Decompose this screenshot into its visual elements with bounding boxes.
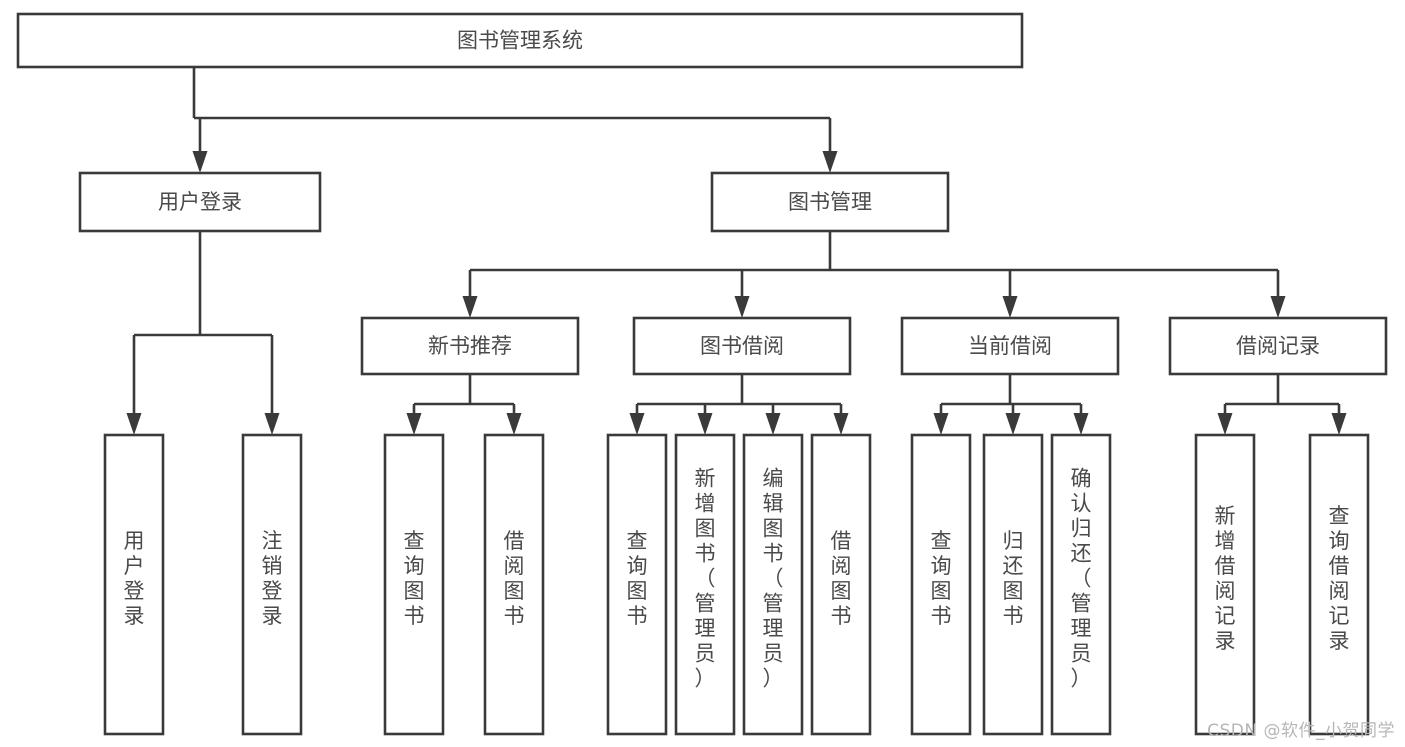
node-label-current-borrow: 当前借阅	[968, 334, 1052, 358]
userlogin-to-leaves-arrow-0	[126, 413, 142, 435]
node-leaf-query-record[interactable]: 查询借阅记录	[1308, 433, 1370, 736]
node-box-book-manage	[710, 171, 950, 233]
node-box-leaf-edit-book	[742, 433, 804, 736]
node-box-root	[16, 12, 1024, 69]
node-box-borrow-record	[1168, 316, 1388, 376]
node-box-leaf-query-book-1	[383, 433, 445, 736]
node-current-borrow[interactable]: 当前借阅	[900, 316, 1120, 376]
node-label-leaf-query-book-3: 查询图书	[931, 529, 952, 628]
node-label-root: 图书管理系统	[457, 29, 583, 53]
node-book-borrow[interactable]: 图书借阅	[632, 316, 852, 376]
node-label-leaf-add-book: 新增图书（管理员）	[695, 467, 716, 691]
node-box-leaf-query-book-2	[606, 433, 668, 736]
node-leaf-edit-book[interactable]: 编辑图书（管理员）	[742, 433, 804, 736]
book-borrow-to-leaves-arrow-2	[765, 413, 781, 435]
node-box-book-borrow	[632, 316, 852, 376]
bookmanage-to-level3-arrow-0	[462, 296, 478, 318]
watermark-label: CSDN @软件_小贺同学	[1207, 721, 1395, 741]
node-box-leaf-logout	[241, 433, 303, 736]
node-leaf-query-book-1[interactable]: 查询图书	[383, 433, 445, 736]
node-box-current-borrow	[900, 316, 1120, 376]
node-root[interactable]: 图书管理系统	[16, 12, 1024, 69]
current-borrow-to-leaves-arrow-0	[933, 413, 949, 435]
book-borrow-to-leaves-arrow-1	[697, 413, 713, 435]
node-label-user-login: 用户登录	[158, 190, 242, 214]
node-leaf-add-book[interactable]: 新增图书（管理员）	[674, 433, 736, 736]
node-label-leaf-query-book-2: 查询图书	[627, 529, 648, 628]
bookmanage-to-level3-arrow-2	[1002, 296, 1018, 318]
node-label-leaf-query-record: 查询借阅记录	[1329, 504, 1350, 653]
node-new-book-recommend[interactable]: 新书推荐	[360, 316, 580, 376]
node-label-book-manage: 图书管理	[788, 190, 872, 214]
current-borrow-to-leaves-arrow-1	[1005, 413, 1021, 435]
node-layer: 图书管理系统用户登录图书管理新书推荐图书借阅当前借阅借阅记录用户登录注销登录查询…	[16, 12, 1388, 736]
node-user-login[interactable]: 用户登录	[78, 171, 322, 233]
new-book-recommend-to-leaves-arrow-0	[406, 413, 422, 435]
node-leaf-borrow-book-1[interactable]: 借阅图书	[483, 433, 545, 736]
node-box-leaf-borrow-book-1	[483, 433, 545, 736]
node-box-leaf-borrow-book-2	[810, 433, 872, 736]
current-borrow-to-leaves-arrow-2	[1073, 413, 1089, 435]
bookmanage-to-level3-arrow-3	[1270, 296, 1286, 318]
node-box-leaf-return-book	[982, 433, 1044, 736]
root-to-level2-arrow-1	[822, 151, 838, 173]
node-leaf-query-book-2[interactable]: 查询图书	[606, 433, 668, 736]
node-label-leaf-add-record: 新增借阅记录	[1215, 504, 1236, 653]
new-book-recommend-to-leaves-arrow-1	[506, 413, 522, 435]
node-label-book-borrow: 图书借阅	[700, 334, 784, 358]
book-borrow-to-leaves-arrow-3	[833, 413, 849, 435]
node-book-manage[interactable]: 图书管理	[710, 171, 950, 233]
node-label-leaf-query-book-1: 查询图书	[404, 529, 425, 628]
userlogin-to-leaves-arrow-1	[264, 413, 280, 435]
node-label-new-book-recommend: 新书推荐	[428, 334, 512, 358]
root-to-level2-arrow-0	[192, 151, 208, 173]
borrow-record-to-leaves-arrow-0	[1217, 413, 1233, 435]
node-leaf-logout[interactable]: 注销登录	[241, 433, 303, 736]
node-leaf-confirm-return[interactable]: 确认归还（管理员）	[1050, 433, 1112, 736]
node-label-leaf-borrow-book-2: 借阅图书	[831, 529, 852, 628]
node-label-leaf-confirm-return: 确认归还（管理员）	[1071, 467, 1092, 691]
node-label-borrow-record: 借阅记录	[1236, 334, 1320, 358]
node-leaf-return-book[interactable]: 归还图书	[982, 433, 1044, 736]
node-borrow-record[interactable]: 借阅记录	[1168, 316, 1388, 376]
node-box-user-login	[78, 171, 322, 233]
node-box-leaf-user-login	[103, 433, 165, 736]
node-leaf-borrow-book-2[interactable]: 借阅图书	[810, 433, 872, 736]
connector-layer	[126, 67, 1347, 435]
node-box-leaf-query-book-3	[910, 433, 972, 736]
node-label-leaf-user-login: 用户登录	[124, 529, 145, 628]
node-label-leaf-edit-book: 编辑图书（管理员）	[763, 467, 784, 691]
node-box-leaf-add-book	[674, 433, 736, 736]
node-label-leaf-borrow-book-1: 借阅图书	[504, 529, 525, 628]
borrow-record-to-leaves-arrow-1	[1331, 413, 1347, 435]
node-box-leaf-add-record	[1194, 433, 1256, 736]
node-label-leaf-return-book: 归还图书	[1003, 529, 1024, 628]
node-box-leaf-query-record	[1308, 433, 1370, 736]
node-leaf-add-record[interactable]: 新增借阅记录	[1194, 433, 1256, 736]
book-borrow-to-leaves-arrow-0	[629, 413, 645, 435]
node-label-leaf-logout: 注销登录	[262, 529, 283, 628]
node-box-new-book-recommend	[360, 316, 580, 376]
bookmanage-to-level3-arrow-1	[734, 296, 750, 318]
node-leaf-user-login[interactable]: 用户登录	[103, 433, 165, 736]
node-leaf-query-book-3[interactable]: 查询图书	[910, 433, 972, 736]
node-box-leaf-confirm-return	[1050, 433, 1112, 736]
